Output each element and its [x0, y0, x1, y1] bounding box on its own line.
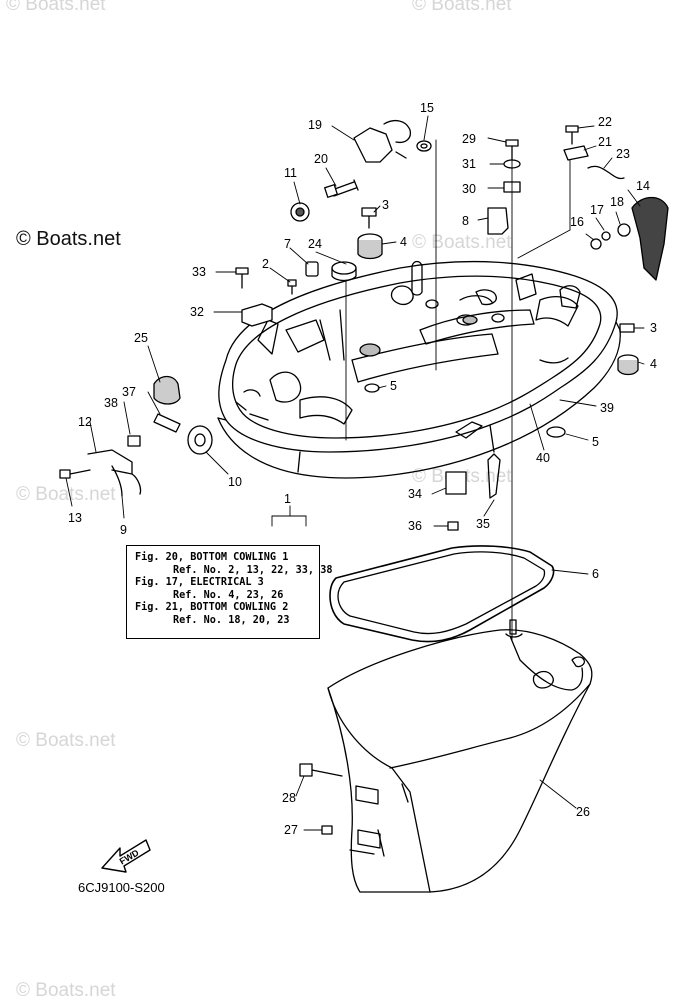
- callout-6: 6: [592, 567, 599, 581]
- callout-5-right: 5: [592, 435, 599, 449]
- callout-38: 38: [104, 396, 118, 410]
- callout-24: 24: [308, 237, 322, 251]
- callout-30: 30: [462, 182, 476, 196]
- callout-15: 15: [420, 101, 434, 115]
- callout-19: 19: [308, 118, 322, 132]
- callout-16: 16: [570, 215, 584, 229]
- reference-notes-box: Fig. 20, BOTTOM COWLING 1 Ref. No. 2, 13…: [126, 545, 333, 639]
- callout-31: 31: [462, 157, 476, 171]
- watermark: © Boats.net: [16, 484, 116, 505]
- callout-34: 34: [408, 487, 422, 501]
- callout-23: 23: [616, 147, 630, 161]
- callout-17: 17: [590, 203, 604, 217]
- note-ref: Ref. No. 4, 23, 26: [173, 589, 284, 601]
- diagram-code: 6CJ9100-S200: [78, 880, 165, 895]
- watermark: © Boats.net: [412, 0, 512, 15]
- callout-22: 22: [598, 115, 612, 129]
- watermark: © Boats.net: [6, 0, 106, 15]
- callout-5: 5: [390, 379, 397, 393]
- callout-2: 2: [262, 257, 269, 271]
- callout-35: 35: [476, 517, 490, 531]
- note-ref: Ref. No. 2, 13, 22, 33, 38: [173, 564, 333, 576]
- callout-3: 3: [382, 198, 389, 212]
- note-fig: Fig. 20, BOTTOM COWLING 1: [135, 552, 289, 563]
- callout-39: 39: [600, 401, 614, 415]
- callout-11: 11: [284, 166, 297, 180]
- callout-14: 14: [636, 179, 650, 193]
- callout-13: 13: [68, 511, 82, 525]
- note-ref: Ref. No. 18, 20, 23: [173, 614, 290, 626]
- callout-3-right: 3: [650, 321, 657, 335]
- callout-28: 28: [282, 791, 296, 805]
- callout-8: 8: [462, 214, 469, 228]
- note-fig: Fig. 17, ELECTRICAL 3: [135, 577, 264, 589]
- forward-arrow-icon: FWD: [101, 839, 151, 873]
- callout-29: 29: [462, 132, 476, 146]
- rubber-seal: [329, 545, 555, 643]
- callout-32: 32: [190, 305, 204, 319]
- callout-10: 10: [228, 475, 242, 489]
- callout-9: 9: [120, 523, 127, 537]
- watermark: © Boats.net: [412, 232, 512, 253]
- callout-21: 21: [598, 135, 612, 149]
- callout-labels: 19 15 20 11 3 4 24 7 2 33 32 25 37 38 12…: [68, 101, 657, 837]
- callout-4-right: 4: [650, 357, 657, 371]
- leader-lines: [65, 115, 645, 831]
- callout-33: 33: [192, 265, 206, 279]
- callout-4: 4: [400, 235, 407, 249]
- watermark: © Boats.net: [16, 730, 116, 751]
- callout-27: 27: [284, 823, 298, 837]
- callout-25: 25: [134, 331, 148, 345]
- note-fig: Fig. 21, BOTTOM COWLING 2: [135, 602, 289, 614]
- callout-26: 26: [576, 805, 590, 819]
- callout-1: 1: [284, 492, 291, 506]
- bottom-cowling-tray: [217, 260, 621, 479]
- watermark-main: © Boats.net: [16, 228, 121, 250]
- callout-37: 37: [122, 385, 136, 399]
- callout-7: 7: [284, 237, 291, 251]
- callout-18: 18: [610, 195, 624, 209]
- callout-40: 40: [536, 451, 550, 465]
- callout-36: 36: [408, 519, 422, 533]
- callout-12: 12: [78, 415, 92, 429]
- callout-20: 20: [314, 152, 328, 166]
- lower-cowling: [327, 619, 593, 893]
